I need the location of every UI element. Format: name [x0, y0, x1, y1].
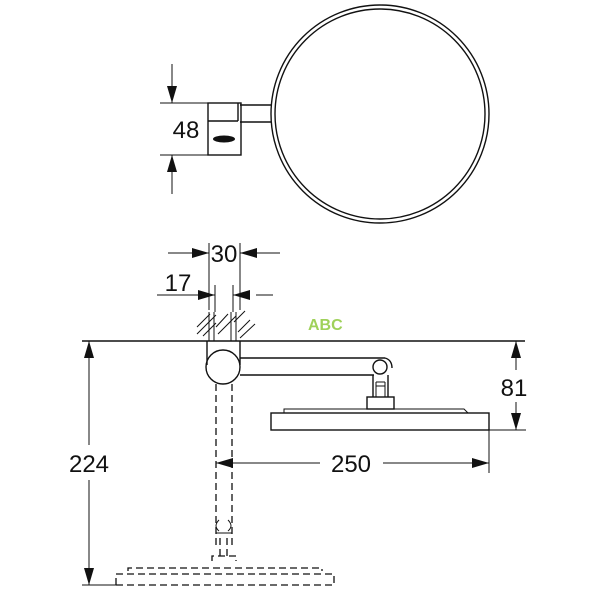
mirror-side — [270, 412, 490, 431]
folded-position-dashed — [115, 384, 335, 586]
watermark: ABC — [308, 317, 343, 334]
dimension-224: 224 — [69, 341, 116, 586]
dimension-17: 17 — [157, 270, 273, 312]
pivot-joint — [205, 349, 241, 385]
wall-hatch — [196, 310, 256, 341]
arm-hinge — [372, 359, 388, 375]
watermark-text: ABC — [308, 317, 343, 334]
dimension-250: 250 — [216, 430, 490, 478]
dimension-30: 30 — [168, 241, 280, 310]
wall-bracket-top — [207, 102, 242, 156]
dim-label-81: 81 — [501, 375, 528, 402]
dim-label-250: 250 — [331, 451, 371, 478]
mirror-inner-ring — [274, 8, 486, 220]
dim-label-17: 17 — [165, 270, 192, 297]
side-view: 30 17 81 250 — [69, 241, 528, 586]
dim-label-30: 30 — [211, 241, 238, 268]
dimension-81: 81 — [489, 341, 528, 431]
top-view: 48 — [160, 4, 490, 224]
mirror-outer-ring — [270, 4, 490, 224]
screw-cover-icon — [213, 135, 235, 143]
dim-label-48: 48 — [173, 117, 200, 144]
dim-label-224: 224 — [69, 451, 109, 478]
dimension-48: 48 — [160, 64, 208, 194]
